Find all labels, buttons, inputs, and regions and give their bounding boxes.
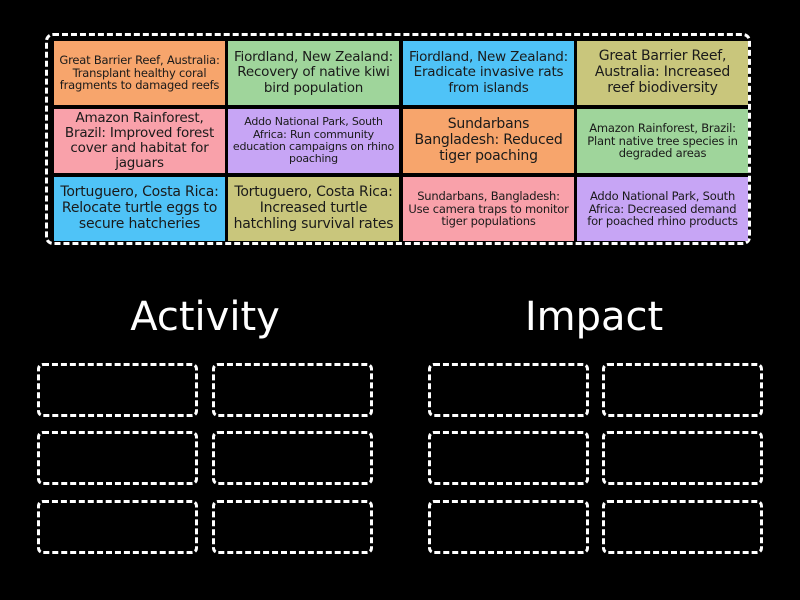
tile-pool bbox=[45, 33, 751, 245]
draggable-tile[interactable]: Fiordland, New Zealand: Eradicate invasi… bbox=[403, 41, 574, 105]
draggable-tile[interactable]: Great Barrier Reef, Australia: Increased… bbox=[577, 41, 748, 105]
activity-drop-slot[interactable] bbox=[212, 363, 373, 417]
draggable-tile[interactable]: Sundarbans, Bangladesh: Use camera traps… bbox=[403, 177, 574, 241]
draggable-tile[interactable]: Addo National Park, South Africa: Decrea… bbox=[577, 177, 748, 241]
activity-drop-slot[interactable] bbox=[37, 363, 198, 417]
draggable-tile[interactable]: Tortuguero, Costa Rica: Relocate turtle … bbox=[54, 177, 225, 241]
impact-drop-slot[interactable] bbox=[602, 431, 763, 485]
draggable-tile[interactable]: Tortuguero, Costa Rica: Increased turtle… bbox=[228, 177, 399, 241]
group-heading-impact: Impact bbox=[524, 294, 664, 340]
draggable-tile[interactable]: Sundarbans Bangladesh: Reduced tiger poa… bbox=[403, 109, 574, 173]
draggable-tile[interactable]: Great Barrier Reef, Australia: Transplan… bbox=[54, 41, 225, 105]
group-heading-activity: Activity bbox=[130, 294, 280, 340]
activity-drop-slot[interactable] bbox=[37, 431, 198, 485]
activity-drop-slot[interactable] bbox=[212, 431, 373, 485]
impact-drop-slot[interactable] bbox=[428, 500, 589, 554]
activity-drop-slot[interactable] bbox=[37, 500, 198, 554]
draggable-tile[interactable]: Amazon Rainforest, Brazil: Plant native … bbox=[577, 109, 748, 173]
draggable-tile[interactable]: Addo National Park, South Africa: Run co… bbox=[228, 109, 399, 173]
impact-drop-slot[interactable] bbox=[602, 500, 763, 554]
impact-drop-slot[interactable] bbox=[428, 363, 589, 417]
draggable-tile[interactable]: Amazon Rainforest, Brazil: Improved fore… bbox=[54, 109, 225, 173]
impact-drop-slot[interactable] bbox=[602, 363, 763, 417]
impact-drop-slot[interactable] bbox=[428, 431, 589, 485]
activity-drop-slot[interactable] bbox=[212, 500, 373, 554]
draggable-tile[interactable]: Fiordland, New Zealand: Recovery of nati… bbox=[228, 41, 399, 105]
